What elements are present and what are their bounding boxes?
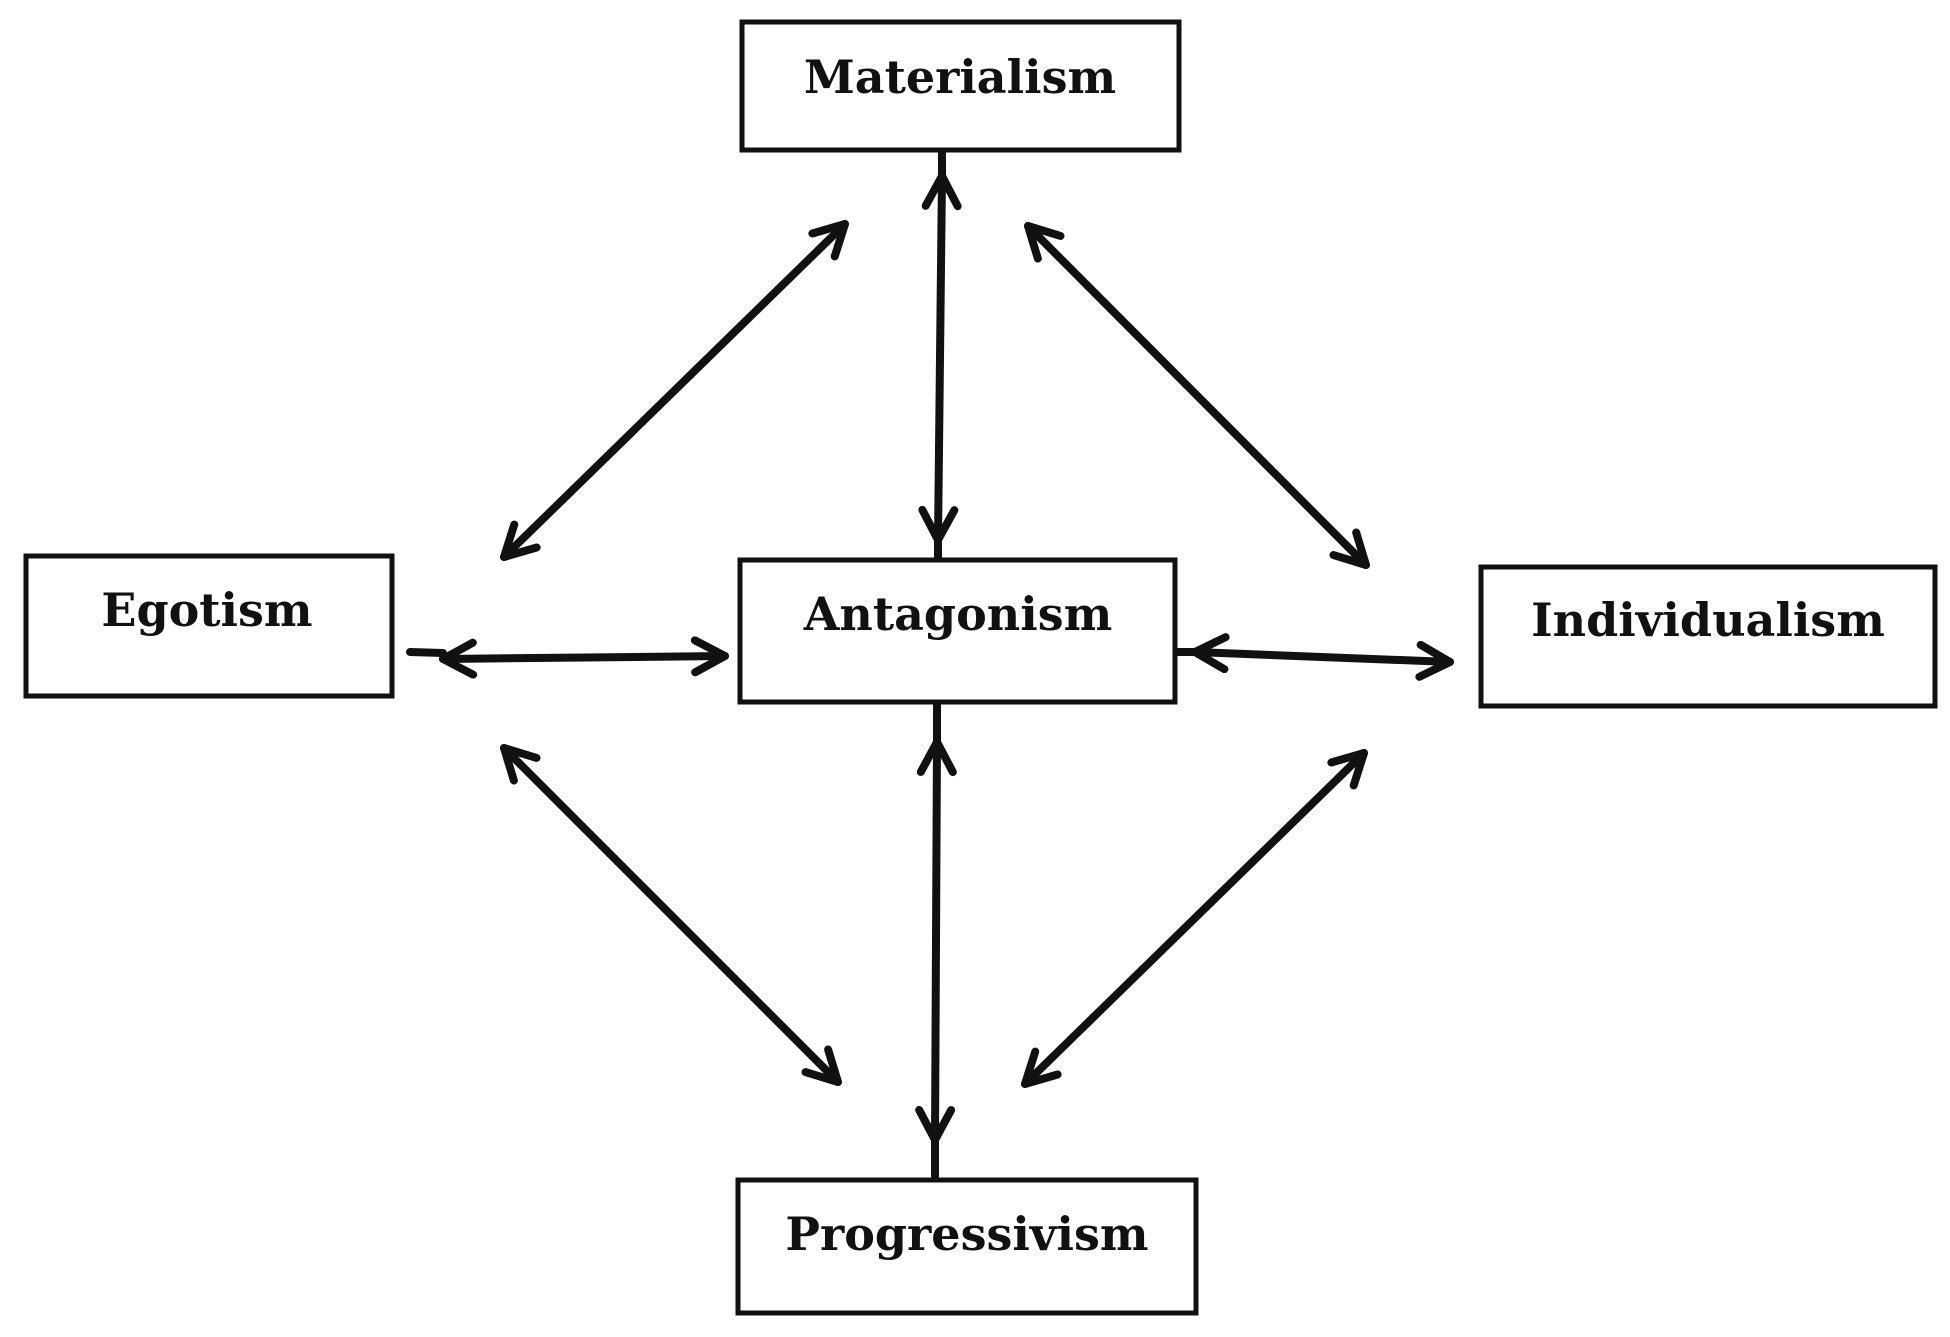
arrow-materialism-egotism: [499, 220, 849, 561]
node-individualism-label: Individualism: [1531, 593, 1885, 647]
node-antagonism: Antagonism: [737, 557, 1178, 705]
arrow-egotism-progressivism: [499, 744, 842, 1086]
node-antagonism-label: Antagonism: [803, 587, 1113, 641]
arrow-egotism-antagonism: [439, 636, 729, 679]
arrow-materialism-antagonism: [918, 172, 962, 544]
arrow-antagonism-progressivism: [915, 738, 957, 1144]
node-progressivism: Progressivism: [735, 1177, 1199, 1316]
node-materialism-box: [739, 19, 1182, 153]
node-individualism: Individualism: [1478, 564, 1938, 709]
node-egotism-label: Egotism: [101, 583, 312, 637]
node-materialism: Materialism: [739, 19, 1182, 153]
connection-layer: [406, 146, 1454, 1180]
node-egotism-box: [23, 553, 395, 699]
arrow-materialism-individualism: [1024, 221, 1370, 569]
arrow-antagonism-individualism: [1191, 633, 1454, 681]
node-antagonism-box: [737, 557, 1178, 705]
node-egotism: Egotism: [23, 553, 395, 699]
node-materialism-label: Materialism: [804, 50, 1116, 104]
node-individualism-box: [1478, 564, 1938, 709]
arrow-individualism-progressivism: [1021, 749, 1368, 1088]
node-progressivism-box: [735, 1177, 1199, 1316]
node-progressivism-label: Progressivism: [785, 1207, 1148, 1261]
stub-egotism: [406, 648, 447, 657]
